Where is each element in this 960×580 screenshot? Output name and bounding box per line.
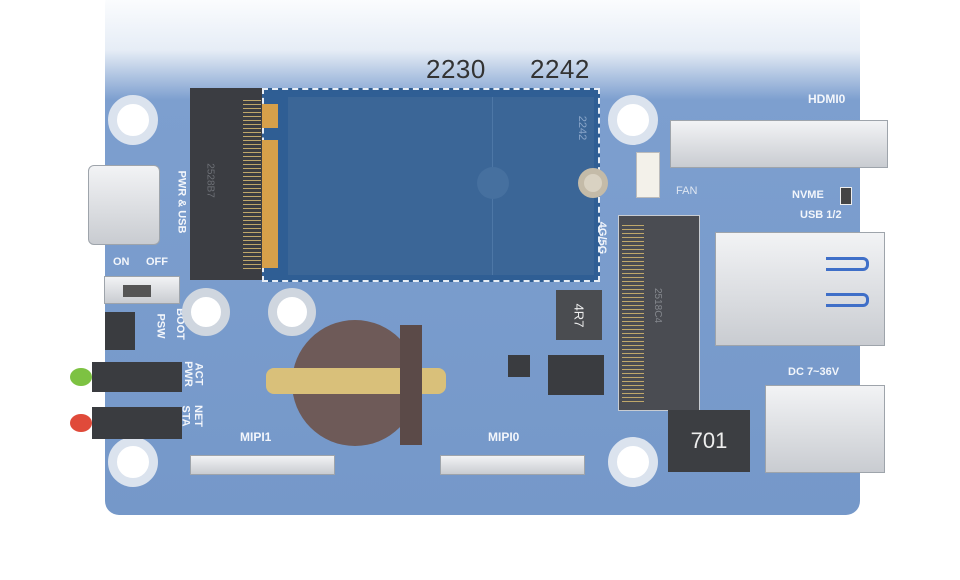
m2-socket-pins — [622, 225, 644, 405]
gold-finger — [262, 140, 278, 268]
ic-chip — [548, 355, 604, 395]
fan-connector[interactable] — [636, 152, 660, 198]
led-holder-bottom — [92, 407, 182, 439]
mounting-hole — [608, 437, 658, 487]
label-nvme: NVME — [792, 189, 824, 201]
hdmi-port[interactable] — [670, 120, 888, 168]
label-mipi0: MIPI0 — [488, 430, 520, 444]
m2-module-area — [288, 97, 594, 275]
mipi0-connector[interactable] — [440, 455, 585, 475]
green-led — [70, 368, 92, 386]
usb-c-port[interactable] — [88, 165, 160, 245]
label-off: OFF — [146, 256, 168, 268]
label-pwr-usb: PWR & USB — [175, 170, 188, 234]
inductor-701-label: 701 — [690, 428, 728, 453]
m2-socket-pins — [243, 100, 261, 270]
label-psw: PSW — [154, 313, 167, 339]
label-pwr: PWR — [181, 361, 194, 387]
card-mark: 2242 — [576, 115, 589, 141]
mounting-hole — [608, 95, 658, 145]
m2-screw — [578, 168, 608, 198]
inductor-4r7-label: 4R7 — [571, 303, 587, 327]
usb3-port-stack[interactable] — [715, 232, 885, 346]
nvme-led — [840, 187, 852, 205]
battery-tab — [400, 325, 422, 445]
label-usb: USB 1/2 — [800, 209, 842, 221]
standoff — [268, 288, 316, 336]
mipi1-connector[interactable] — [190, 455, 335, 475]
gold-finger — [262, 104, 278, 128]
size-label-2242: 2242 — [530, 54, 590, 84]
socket2-mark: 2518C4 — [652, 287, 664, 324]
2230-mount-point — [477, 167, 509, 199]
led-holder-top — [92, 362, 182, 392]
mounting-hole — [108, 437, 158, 487]
size-label-2230: 2230 — [426, 54, 486, 84]
mounting-hole — [108, 95, 158, 145]
label-on: ON — [113, 256, 130, 268]
inductor-4r7: 4R7 — [556, 290, 602, 340]
boot-button[interactable] — [105, 312, 135, 350]
inductor-701: 701 — [668, 410, 750, 472]
power-switch[interactable] — [104, 276, 180, 304]
label-net: NET — [192, 405, 204, 427]
socket1-mark: 2528B7 — [204, 163, 216, 198]
label-mipi1: MIPI1 — [240, 430, 272, 444]
label-hdmi0: HDMI0 — [808, 92, 846, 106]
dc-jack[interactable] — [765, 385, 885, 473]
transistor — [508, 355, 530, 377]
label-dc: DC 7~36V — [788, 366, 840, 378]
red-led — [70, 414, 92, 432]
standoff — [182, 288, 230, 336]
label-act: ACT — [192, 362, 205, 386]
label-4g-5g: 4G/5G — [596, 221, 609, 255]
label-sta: STA — [179, 405, 192, 427]
label-fan: FAN — [676, 185, 698, 197]
